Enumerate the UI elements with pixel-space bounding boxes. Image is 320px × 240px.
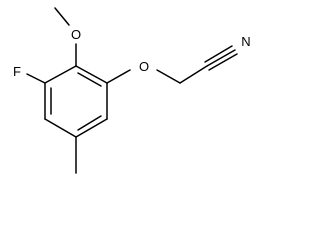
- bond-linker-oxygen-to-ch2: [156, 69, 181, 84]
- ring-bond-c1-c2: [75, 65, 108, 84]
- ring-double-bond-c1-c2: [77, 72, 102, 87]
- atom-label-methoxy-oxygen: O: [71, 27, 81, 42]
- structure-canvas: O F O N: [13, 7, 251, 174]
- bond-methoxy-oxygen-to-methyl: [54, 7, 70, 26]
- benzene-ring: [44, 65, 108, 138]
- atom-label-linker-oxygen: O: [139, 59, 149, 74]
- ring-bond-c3-c4: [75, 118, 108, 138]
- nitrile-triple-bond-center: [206, 49, 236, 67]
- fluoro-substituent: F: [13, 64, 46, 84]
- cyanomethoxy-group: O N: [106, 34, 251, 84]
- ring-bond-c4-c5: [44, 118, 77, 138]
- methoxy-group: O: [54, 7, 81, 67]
- ring-double-bond-c3-c4: [77, 115, 102, 131]
- bond-ring-to-linker-oxygen: [106, 69, 131, 84]
- nitrile-triple-bond-lower: [208, 53, 238, 71]
- molecule-diagram: O F O N: [13, 7, 251, 174]
- bond-ring-to-fluorine: [26, 73, 46, 84]
- bond-ch2-to-nitrile-carbon: [179, 65, 208, 84]
- atom-label-nitrile-nitrogen: N: [241, 34, 250, 49]
- ring-bond-c6-c1: [44, 65, 77, 84]
- atom-label-fluorine: F: [13, 64, 21, 79]
- nitrile-triple-bond-upper: [204, 45, 233, 63]
